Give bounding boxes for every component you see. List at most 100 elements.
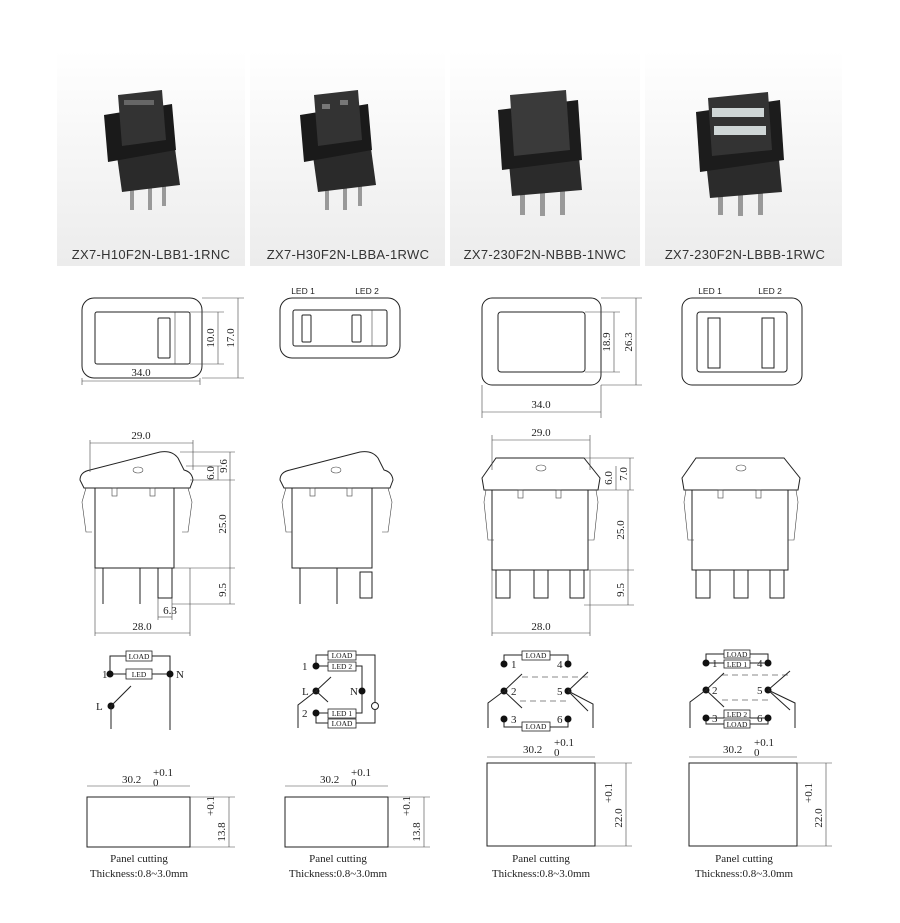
terminal-5: 5 xyxy=(557,686,563,698)
terminal-3: 3 xyxy=(712,713,718,725)
product-card-1: ZX7-H10F2N-LBB1-1RNC xyxy=(57,50,245,266)
tol-zero: 0 xyxy=(153,777,159,789)
product-card-4: ZX7-230F2N-LBBB-1RWC xyxy=(645,50,842,266)
load-label: LOAD xyxy=(129,652,150,661)
top-view-1: 10.0 17.0 34.0 xyxy=(81,297,244,385)
dim-width: 34.0 xyxy=(531,399,551,411)
cut-height: 22.0 xyxy=(813,808,825,828)
led2-label: LED 2 xyxy=(355,286,379,296)
panel-cutting-3: 30.2 +0.1 0 22.0 +0.1 Panel cutting Thic… xyxy=(486,737,632,880)
tol-plus: +0.1 xyxy=(153,767,173,779)
tol-zero: 0 xyxy=(554,747,560,759)
dim-height: 26.3 xyxy=(623,332,635,352)
led2-label: LED 2 xyxy=(332,662,352,671)
tol-zero: 0 xyxy=(754,747,760,759)
dim-body: 25.0 xyxy=(217,514,229,534)
terminal-6: 6 xyxy=(757,713,763,725)
terminal-n: N xyxy=(350,686,358,698)
side-view-1: 29.0 6.0 9.6 25.0 9.5 6.3 28.0 xyxy=(79,430,235,636)
terminal-2: 2 xyxy=(712,685,718,697)
tol-plus: +0.1 xyxy=(803,783,815,803)
dim-rocker: 6.0 xyxy=(603,471,615,485)
tol-plus: +0.1 xyxy=(205,796,217,816)
top-view-4: LED 1 LED 2 xyxy=(681,286,803,386)
dim-top: 9.6 xyxy=(218,459,230,473)
cut-height: 13.8 xyxy=(411,822,423,842)
circuit-diagram-1: LOAD LED 1 N L xyxy=(96,650,184,730)
led2-label: LED 2 xyxy=(758,286,782,296)
circuit-diagram-2: LOAD LED 2 LED 1 LOAD 1 2 L N xyxy=(297,650,379,729)
tol-plus: +0.1 xyxy=(351,767,371,779)
dim-rocker: 6.0 xyxy=(205,466,217,480)
load-label: LOAD xyxy=(332,719,353,728)
thickness-caption: Thickness:0.8~3.0mm xyxy=(90,868,189,880)
top-view-3: 18.9 26.3 34.0 xyxy=(481,297,642,418)
terminal-1: 1 xyxy=(302,661,308,673)
product-model-label: ZX7-230F2N-LBBB-1RWC xyxy=(665,247,825,262)
panel-cutting-2: 30.2 +0.1 0 13.8 +0.1 Panel cutting Thic… xyxy=(284,767,430,880)
top-view-2: LED 1 LED 2 xyxy=(279,286,401,359)
tol-zero: 0 xyxy=(351,777,357,789)
led1-label: LED 1 xyxy=(727,660,747,669)
terminal-6: 6 xyxy=(557,714,563,726)
dim-width-top: 29.0 xyxy=(531,427,551,439)
dim-width: 34.0 xyxy=(131,367,151,379)
cut-width: 30.2 xyxy=(723,744,742,756)
terminal-l: L xyxy=(96,701,103,713)
product-model-label: ZX7-230F2N-NBBB-1NWC xyxy=(464,247,627,262)
panel-cutting-caption: Panel cutting xyxy=(715,853,773,865)
led1-label: LED 1 xyxy=(332,709,352,718)
dim-pin: 9.5 xyxy=(217,583,229,597)
terminal-2: 2 xyxy=(511,686,517,698)
dim-height: 17.0 xyxy=(225,328,237,348)
terminal-2: 2 xyxy=(302,708,308,720)
circuit-diagram-3: LOAD LOAD 1 2 3 4 5 6 xyxy=(487,650,594,732)
cut-width: 30.2 xyxy=(523,744,542,756)
load-label: LOAD xyxy=(526,722,547,731)
panel-cutting-caption: Panel cutting xyxy=(110,853,168,865)
cut-height: 22.0 xyxy=(613,808,625,828)
product-photo-4 xyxy=(696,92,784,216)
dim-inner-height: 18.9 xyxy=(601,332,613,352)
dim-width-bottom: 28.0 xyxy=(132,621,152,633)
terminal-1: 1 xyxy=(102,669,108,681)
panel-cutting-caption: Panel cutting xyxy=(512,853,570,865)
panel-cutting-caption: Panel cutting xyxy=(309,853,367,865)
side-view-3: 29.0 6.0 7.0 25.0 9.5 28.0 xyxy=(481,427,634,636)
side-view-2 xyxy=(279,451,394,604)
load-label: LOAD xyxy=(526,651,547,660)
side-view-4 xyxy=(681,457,801,599)
thickness-caption: Thickness:0.8~3.0mm xyxy=(289,868,388,880)
tol-plus: +0.1 xyxy=(401,796,413,816)
dim-width-bottom: 28.0 xyxy=(531,621,551,633)
terminal-n: N xyxy=(176,669,184,681)
led1-label: LED 1 xyxy=(698,286,722,296)
terminal-4: 4 xyxy=(557,659,563,671)
dim-width-top: 29.0 xyxy=(131,430,151,442)
product-model-label: ZX7-H30F2N-LBBA-1RWC xyxy=(267,247,430,262)
dim-top: 7.0 xyxy=(618,467,630,481)
terminal-l: L xyxy=(302,686,309,698)
led-label: LED xyxy=(132,670,147,679)
product-model-label: ZX7-H10F2N-LBB1-1RNC xyxy=(72,247,230,262)
tol-plus: +0.1 xyxy=(754,737,774,749)
dim-pin: 9.5 xyxy=(615,583,627,597)
terminal-3: 3 xyxy=(511,714,517,726)
product-photo-2 xyxy=(300,90,376,210)
thickness-caption: Thickness:0.8~3.0mm xyxy=(695,868,794,880)
dim-terminal: 6.3 xyxy=(163,605,177,617)
cut-height: 13.8 xyxy=(216,822,228,842)
dim-inner-height: 10.0 xyxy=(205,328,217,348)
product-card-2: ZX7-H30F2N-LBBA-1RWC xyxy=(250,50,445,266)
terminal-1: 1 xyxy=(712,658,718,670)
cut-width: 30.2 xyxy=(122,774,141,786)
led1-label: LED 1 xyxy=(291,286,315,296)
product-photo-3 xyxy=(498,90,582,216)
cut-width: 30.2 xyxy=(320,774,339,786)
terminal-1: 1 xyxy=(511,659,517,671)
dim-body: 25.0 xyxy=(615,520,627,540)
tol-plus: +0.1 xyxy=(603,783,615,803)
load-label: LOAD xyxy=(727,720,748,729)
panel-cutting-4: 30.2 +0.1 0 22.0 +0.1 Panel cutting Thic… xyxy=(688,737,832,880)
